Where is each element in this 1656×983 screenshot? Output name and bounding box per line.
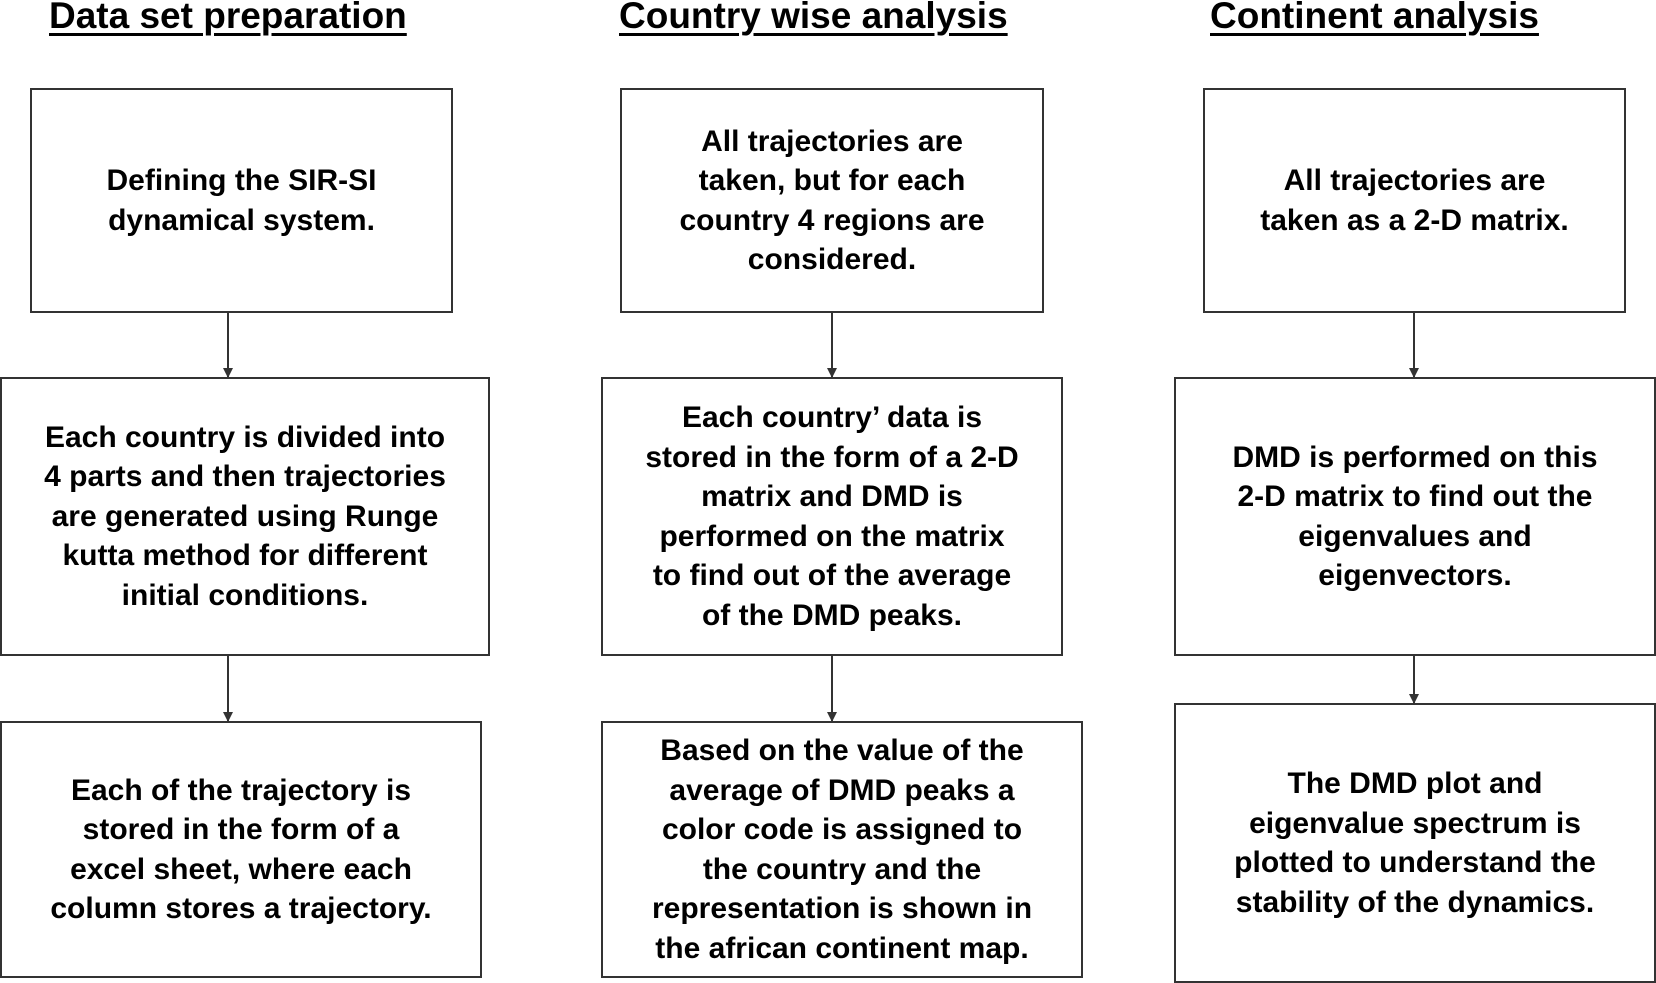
country-step-3-text: Based on the value of the average of DMD… [651, 734, 1033, 965]
continent-step-3-box: The DMD plot and eigenvalue spectrum is … [1174, 703, 1656, 983]
prep-step-2-box: Each country is divided into 4 parts and… [0, 377, 490, 656]
country-step-1-box: All trajectories are taken, but for each… [620, 88, 1044, 313]
column-heading-data-set-preparation: Data set preparation [49, 0, 407, 36]
country-step-1-text: All trajectories are taken, but for each… [679, 124, 985, 277]
country-step-2-box: Each country’ data is stored in the form… [601, 377, 1063, 656]
prep-step-3-box: Each of the trajectory is stored in the … [0, 721, 482, 978]
continent-step-2-text: DMD is performed on this 2-D matrix to f… [1232, 440, 1598, 593]
prep-step-1-text: Defining the SIR-SI dynamical system. [106, 164, 377, 237]
column-heading-country-wise-analysis: Country wise analysis [619, 0, 1008, 36]
prep-step-1-box: Defining the SIR-SI dynamical system. [30, 88, 453, 313]
prep-step-3-text: Each of the trajectory is stored in the … [50, 773, 432, 926]
country-step-3-box: Based on the value of the average of DMD… [601, 721, 1083, 978]
continent-step-1-box: All trajectories are taken as a 2-D matr… [1203, 88, 1626, 313]
column-heading-continent-analysis: Continent analysis [1210, 0, 1539, 36]
continent-step-1-text: All trajectories are taken as a 2-D matr… [1260, 164, 1569, 237]
continent-step-2-box: DMD is performed on this 2-D matrix to f… [1174, 377, 1656, 656]
prep-step-2-text: Each country is divided into 4 parts and… [44, 420, 446, 612]
continent-step-3-text: The DMD plot and eigenvalue spectrum is … [1234, 767, 1596, 919]
country-step-2-text: Each country’ data is stored in the form… [645, 401, 1019, 632]
